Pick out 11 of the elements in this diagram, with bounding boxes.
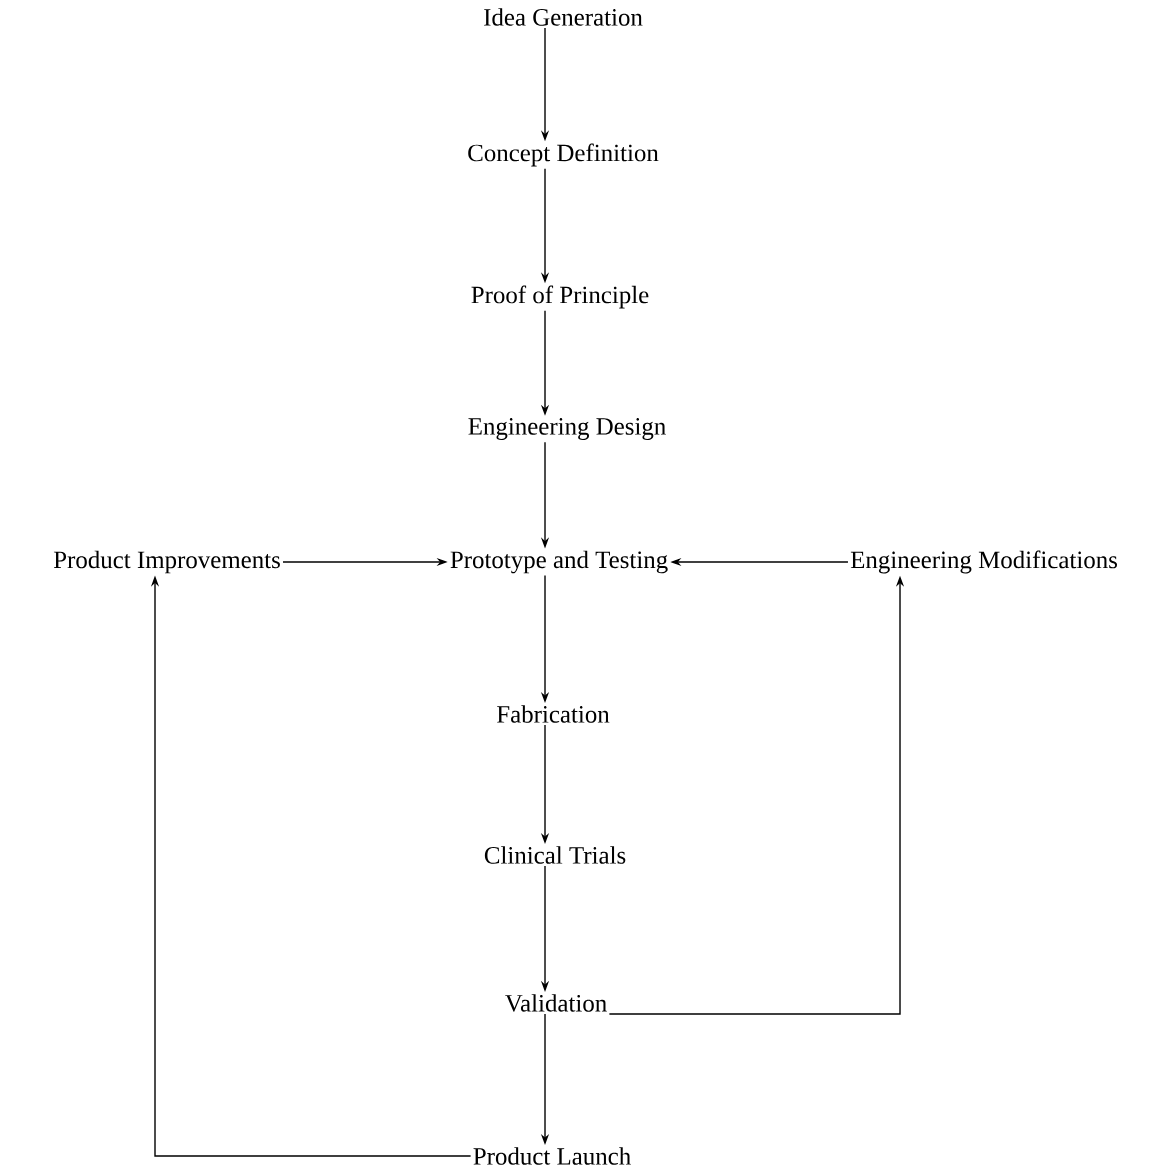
stage-label: Validation [505,994,607,1012]
stage-label: Prototype and Testing [450,550,668,574]
stage-label: Clinical Trials [484,846,626,864]
stage-label: Engineering Design [468,418,666,440]
stage-label: Concept Definition [468,143,659,167]
stage-label: Idea Generation [484,8,643,26]
stage-label: Product Improvements [53,550,280,574]
stage-label: Proof of Principle [471,285,649,309]
stage-label: Product Launch [473,1147,631,1165]
stage-label: Fabrication [497,705,610,723]
stage-label: Engineering Modifications [850,550,1117,574]
